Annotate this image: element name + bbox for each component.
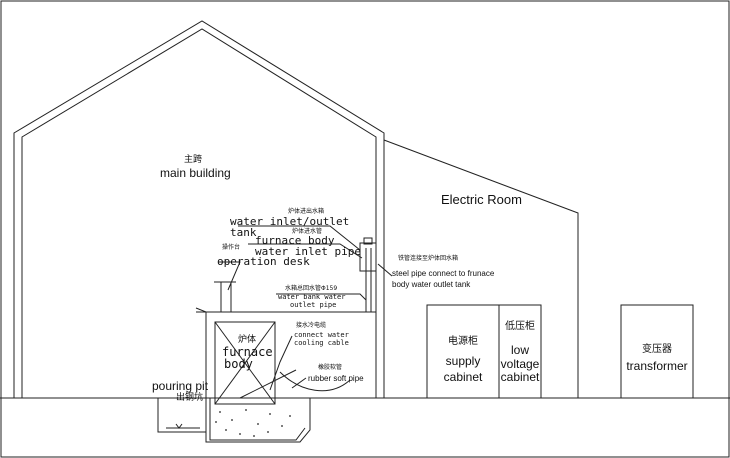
rubber-pipe-cn-label: 橡胶软管	[318, 364, 343, 371]
furnace-label: furnace	[222, 345, 273, 359]
leader-rubber	[291, 377, 307, 389]
water-tank-label-2: tank	[230, 226, 257, 239]
transformer-cn-label: 变压器	[642, 344, 672, 355]
water-tank	[359, 242, 377, 272]
rubber-soft-pipe	[279, 371, 351, 392]
main-building-inner-wall	[21, 28, 377, 398]
supply-cabinet-cn-label: 电源柜	[448, 336, 478, 347]
water-inlet-pipe-label: water inlet pipe	[255, 245, 361, 258]
concrete-hatch	[215, 409, 291, 437]
low-voltage-label: low	[510, 343, 529, 357]
operation-desk-label: operation desk	[217, 255, 310, 268]
pouring-pit-outline	[157, 398, 207, 433]
steel-pipe-label-2: body water outlet tank	[392, 280, 471, 289]
leader-cable	[269, 335, 293, 391]
transformer-label: transformer	[626, 359, 688, 373]
furnace-pit-wall	[205, 312, 311, 443]
furnace-platform	[195, 307, 376, 313]
electric-room-label: Electric Room	[441, 192, 522, 207]
pit-foundation	[209, 398, 306, 441]
water-tank-cn-label: 炉体进出水箱	[288, 208, 325, 215]
supply-cabinet-box	[426, 304, 500, 399]
main-building-cn-label: 主跨	[184, 155, 203, 165]
electric-room-roof	[383, 139, 579, 398]
inlet-pipe-cn-label: 炉体进水管	[292, 228, 323, 235]
leader-bank-pipe	[276, 293, 367, 301]
pit-level-mark	[175, 423, 183, 429]
leader-inlet	[248, 243, 363, 259]
leader-desk	[218, 261, 241, 291]
furnace-cn-label: 炉体	[238, 335, 257, 345]
operation-desk-cn-label: 操作台	[222, 244, 241, 251]
low-voltage-label-2: voltage	[500, 357, 540, 371]
furnace-tilt-arm	[239, 369, 297, 399]
pouring-pit-label: pouring pit	[152, 379, 209, 393]
furnace-body-label-top: furnace body	[255, 234, 335, 247]
main-building-outer-wall	[13, 20, 385, 398]
leader-tank	[238, 225, 361, 251]
furnace-body-outline	[214, 321, 276, 405]
cooling-cable-label: connect water	[294, 331, 349, 339]
low-voltage-cabinet-box	[498, 304, 542, 399]
transformer-box	[620, 304, 694, 399]
water-tank-label: water inlet/outlet	[230, 215, 350, 228]
rubber-pipe-label: rubber soft pipe	[308, 374, 364, 383]
bank-pipe-cn-label: 水箱总回水管Φ159	[285, 285, 338, 292]
steel-pipe-label: steel pipe connect to frunace	[392, 269, 495, 278]
supply-cabinet-label-2: cabinet	[443, 370, 483, 384]
main-building-label: main building	[160, 166, 231, 180]
low-voltage-label-3: cabinet	[500, 370, 540, 384]
furnace-label-2: body	[224, 357, 253, 371]
pouring-pit-cn-label: 出钢坑	[176, 393, 204, 403]
furnace-diagonal-2	[214, 321, 276, 405]
bank-pipe-label: water bank water	[278, 293, 346, 301]
leader-steel-pipe	[377, 263, 393, 277]
supply-cabinet-label: supply	[445, 354, 481, 368]
bank-pipe-label-2: outlet pipe	[290, 301, 337, 309]
low-voltage-cn-label: 低压柜	[505, 321, 535, 332]
water-tank-cap	[363, 237, 373, 245]
steel-pipe-cn-label: 铁管连接至炉体回水箱	[398, 255, 459, 262]
cooling-cable-label-2: cooling cable	[294, 339, 349, 347]
cooling-cable-cn-label: 接水冷电缆	[296, 322, 327, 329]
